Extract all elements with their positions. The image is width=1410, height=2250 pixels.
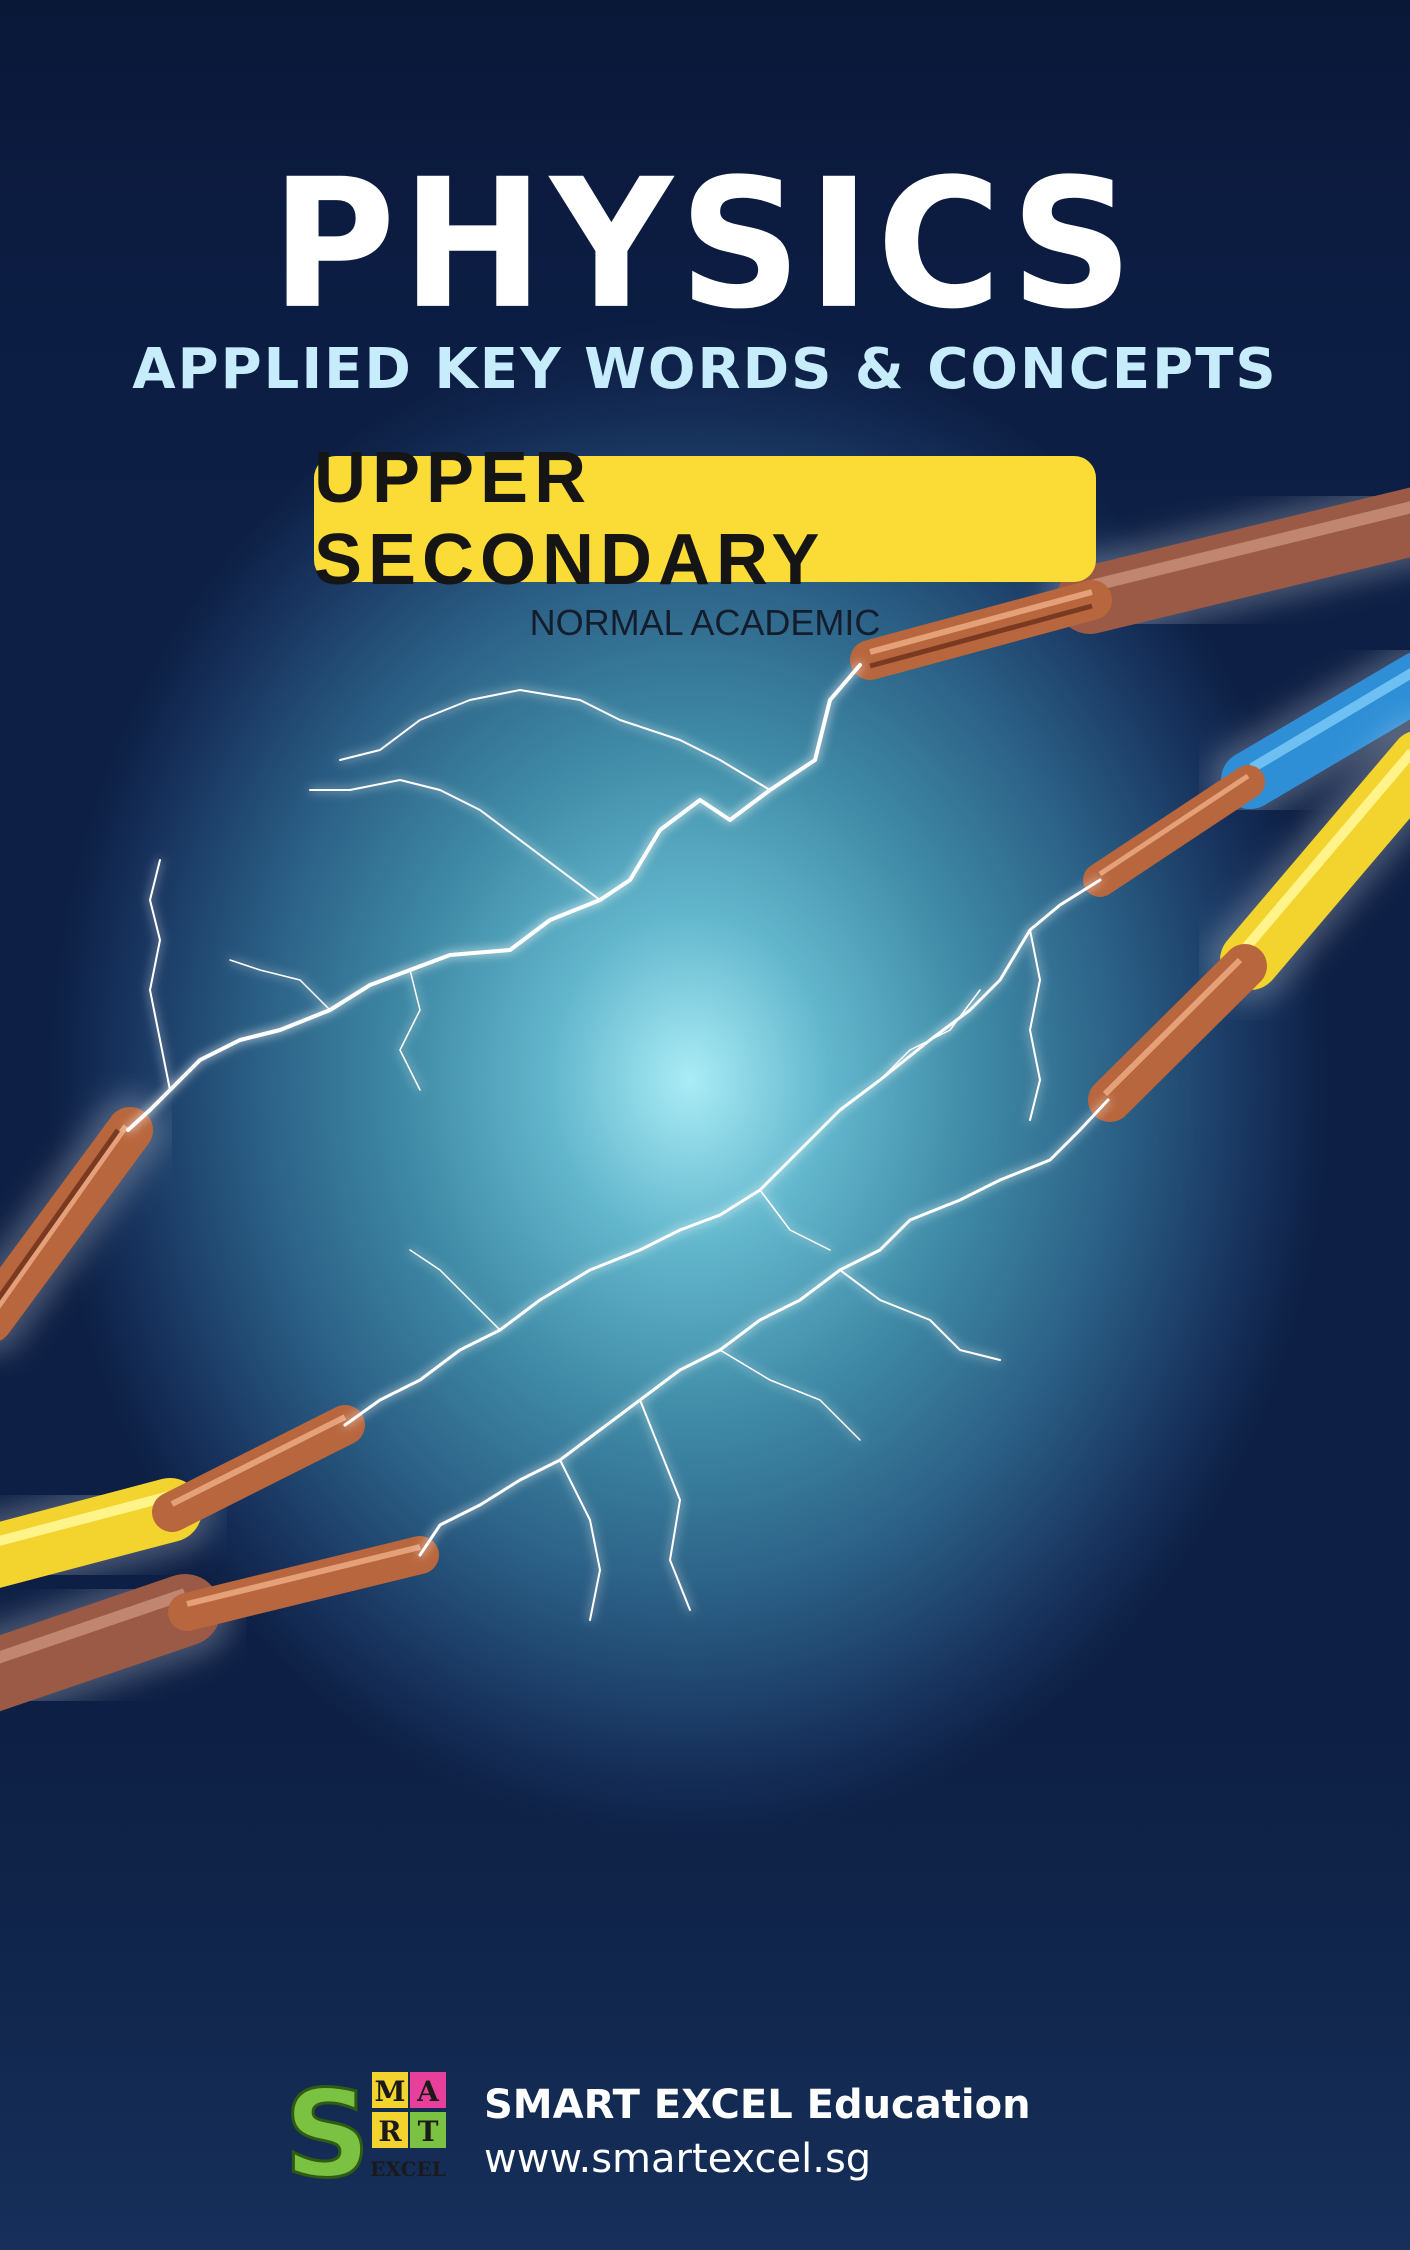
svg-text:EXCEL: EXCEL (370, 2157, 446, 2181)
stream-label: NORMAL ACADEMIC (529, 602, 881, 643)
book-subtitle: APPLIED KEY WORDS & CONCEPTS (132, 337, 1278, 402)
yellow-wire-left (0, 1405, 365, 1601)
level-badge: UPPER SECONDARY (314, 438, 1096, 600)
book-title: PHYSICS (270, 141, 1139, 349)
smart-excel-logo: S M A R T EXCEL (283, 2065, 446, 2194)
svg-text:R: R (378, 2115, 402, 2148)
lightning-bolts (126, 663, 1110, 1621)
brown-wire-left (0, 1095, 165, 1354)
svg-text:T: T (418, 2115, 439, 2148)
brown-wire-bottom-left (0, 1536, 439, 1724)
svg-text:S: S (284, 2066, 370, 2194)
publisher-name: SMART EXCEL Education (484, 2082, 1031, 2128)
svg-text:M: M (375, 2075, 406, 2108)
yellow-wire-right (1088, 719, 1410, 1122)
blue-wire (1083, 641, 1410, 897)
brown-wire-top-right (850, 476, 1410, 680)
svg-text:A: A (416, 2075, 440, 2108)
publisher-website: www.smartexcel.sg (484, 2136, 872, 2182)
level-badge-label: UPPER SECONDARY (314, 438, 826, 600)
